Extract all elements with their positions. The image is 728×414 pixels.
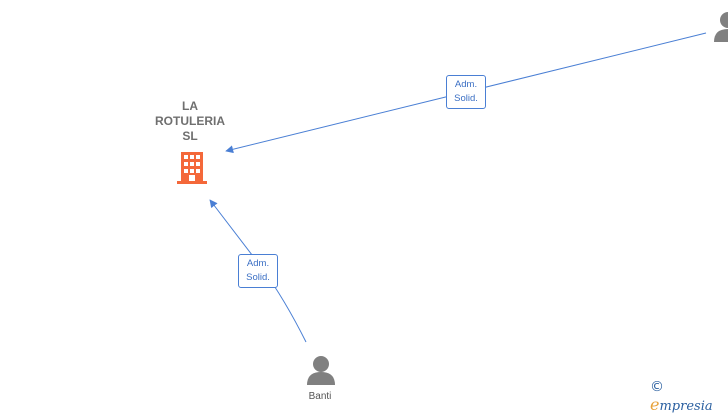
- company-name-line: SL: [182, 129, 198, 143]
- building-icon[interactable]: [177, 152, 207, 184]
- copyright-icon: ©: [650, 379, 664, 395]
- relationship-graph: [177, 12, 728, 385]
- person-icon[interactable]: [714, 12, 728, 42]
- edge-label-line: Adm.: [246, 258, 270, 269]
- brand-initial: e: [650, 395, 660, 414]
- edge-label-line: Adm.: [454, 79, 478, 90]
- person-icon[interactable]: [307, 356, 335, 385]
- brand-watermark: © empresia: [650, 379, 728, 414]
- company-name-line: ROTULERIA: [155, 114, 225, 128]
- edge-label-top: Adm. Solid.: [446, 75, 486, 109]
- company-name-line: LA: [182, 99, 198, 113]
- person-name[interactable]: Banti: [308, 391, 332, 402]
- brand-name: mpresia: [659, 399, 713, 414]
- company-name[interactable]: LA ROTULERIA SL: [140, 99, 240, 144]
- edge-label-line: Solid.: [454, 93, 478, 104]
- edge-label-bottom: Adm. Solid.: [238, 254, 278, 288]
- edge-label-line: Solid.: [246, 272, 270, 283]
